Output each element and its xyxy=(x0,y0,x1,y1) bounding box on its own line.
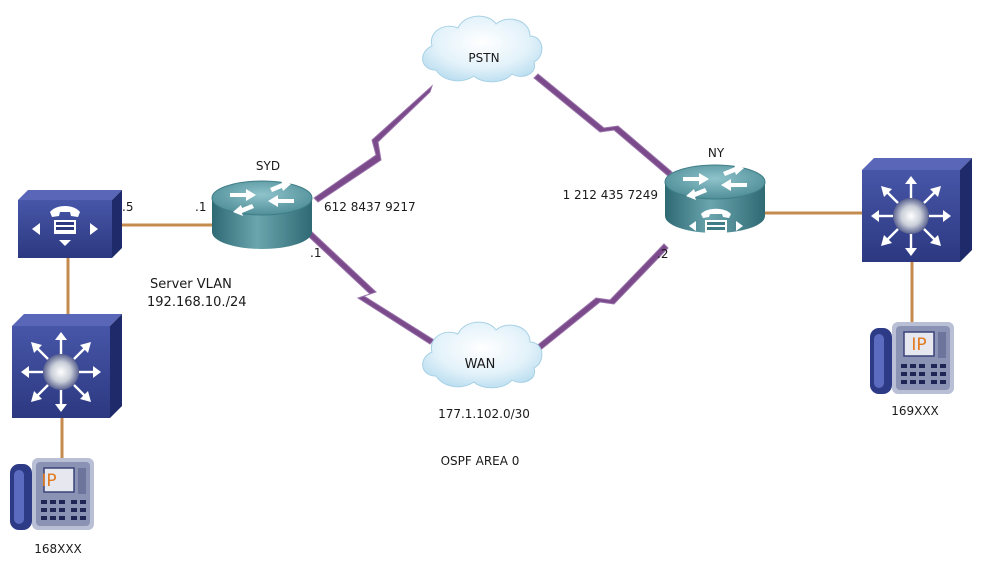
serial-link-syd-pstn xyxy=(313,84,434,203)
syd-wan-interface-label: .1 xyxy=(310,246,321,260)
serial-link-pstn-ny xyxy=(533,73,673,177)
server-vlan-subnet: 192.168.10./24 xyxy=(147,295,247,310)
syd-pstn-number: 612 8437 9217 xyxy=(324,200,416,214)
right-ip-phone-badge: IP xyxy=(911,335,926,355)
ny-pstn-number: 1 212 435 7249 xyxy=(563,188,658,202)
right-layer3-switch[interactable] xyxy=(860,156,974,264)
phone-handset-icon xyxy=(32,206,98,246)
syd-router-label: SYD xyxy=(256,159,280,173)
right-phone-extension: 169XXX xyxy=(891,404,939,418)
voice-gateway-phone-icon xyxy=(689,208,743,234)
serial-link-wan-ny xyxy=(533,243,669,353)
left-layer3-switch[interactable] xyxy=(10,312,124,420)
pstn-cloud[interactable] xyxy=(422,15,543,83)
server-vlan-name: Server VLAN xyxy=(150,277,232,292)
syd-lan-interface-label: .1 xyxy=(195,200,206,214)
left-phone-extension: 168XXX xyxy=(34,542,82,556)
ny-wan-interface-label: .2 xyxy=(657,247,668,261)
pstn-cloud-label: PSTN xyxy=(468,51,499,65)
serial-link-syd-wan xyxy=(307,231,435,345)
left-ip-phone-badge: IP xyxy=(41,471,56,491)
call-manager-server[interactable] xyxy=(18,190,122,258)
ny-router-label: NY xyxy=(708,146,725,160)
ny-router[interactable] xyxy=(664,163,766,234)
ospf-area-label: OSPF AREA 0 xyxy=(441,454,520,468)
syd-router[interactable] xyxy=(211,179,313,250)
left-ip-phone[interactable] xyxy=(9,457,95,531)
right-ip-phone[interactable] xyxy=(869,321,955,395)
wan-cloud[interactable] xyxy=(422,321,543,389)
call-manager-interface-label: .5 xyxy=(122,200,133,214)
wan-cloud-label: WAN xyxy=(465,357,496,372)
wan-subnet-label: 177.1.102.0/30 xyxy=(438,407,530,421)
